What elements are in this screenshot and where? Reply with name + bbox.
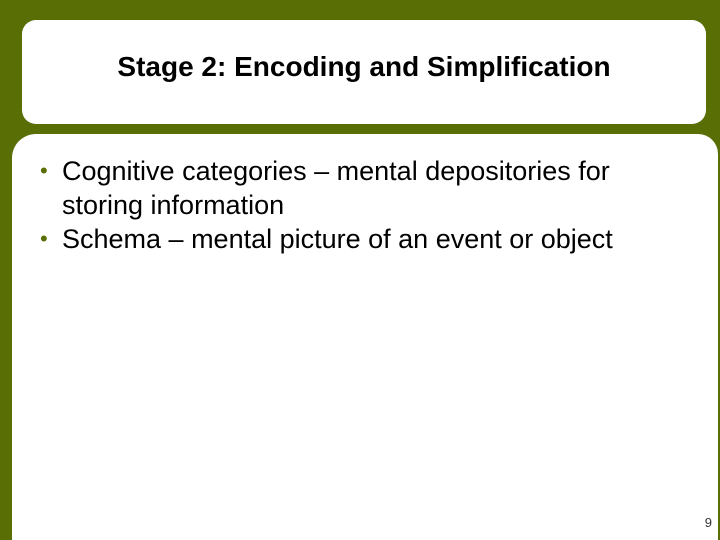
slide-title: Stage 2: Encoding and Simplification [117, 51, 611, 82]
bullet-marker: • [40, 158, 48, 183]
title-panel: Stage 2: Encoding and Simplification [22, 20, 706, 124]
page-number: 9 [704, 515, 712, 530]
bullet-item: • Schema – mental picture of an event or… [32, 222, 692, 256]
bullet-item: • Cognitive categories – mental deposito… [32, 154, 692, 222]
content-panel: • Cognitive categories – mental deposito… [12, 134, 718, 540]
bullet-text: Schema – mental picture of an event or o… [62, 224, 613, 254]
bullet-marker: • [40, 226, 48, 251]
bullet-list: • Cognitive categories – mental deposito… [32, 154, 692, 256]
bullet-text: Cognitive categories – mental depositori… [62, 156, 610, 220]
